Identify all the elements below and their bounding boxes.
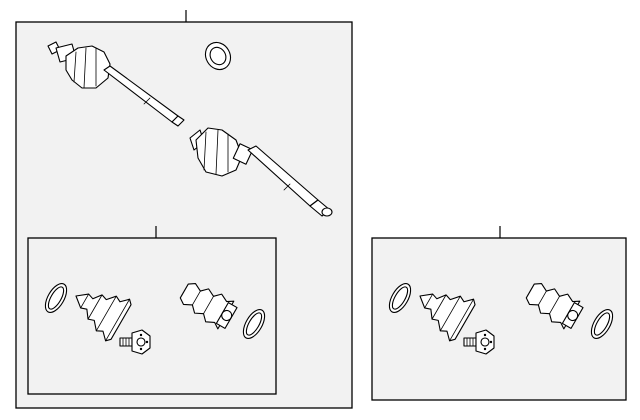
outer-boot-kit-panel [27,237,277,395]
inner-boot-kit-panel [371,237,627,401]
axle-shaft [103,65,185,127]
outer-cv-joint [47,41,111,89]
seal-ring [204,41,232,71]
inner-cv-joint [189,127,333,217]
